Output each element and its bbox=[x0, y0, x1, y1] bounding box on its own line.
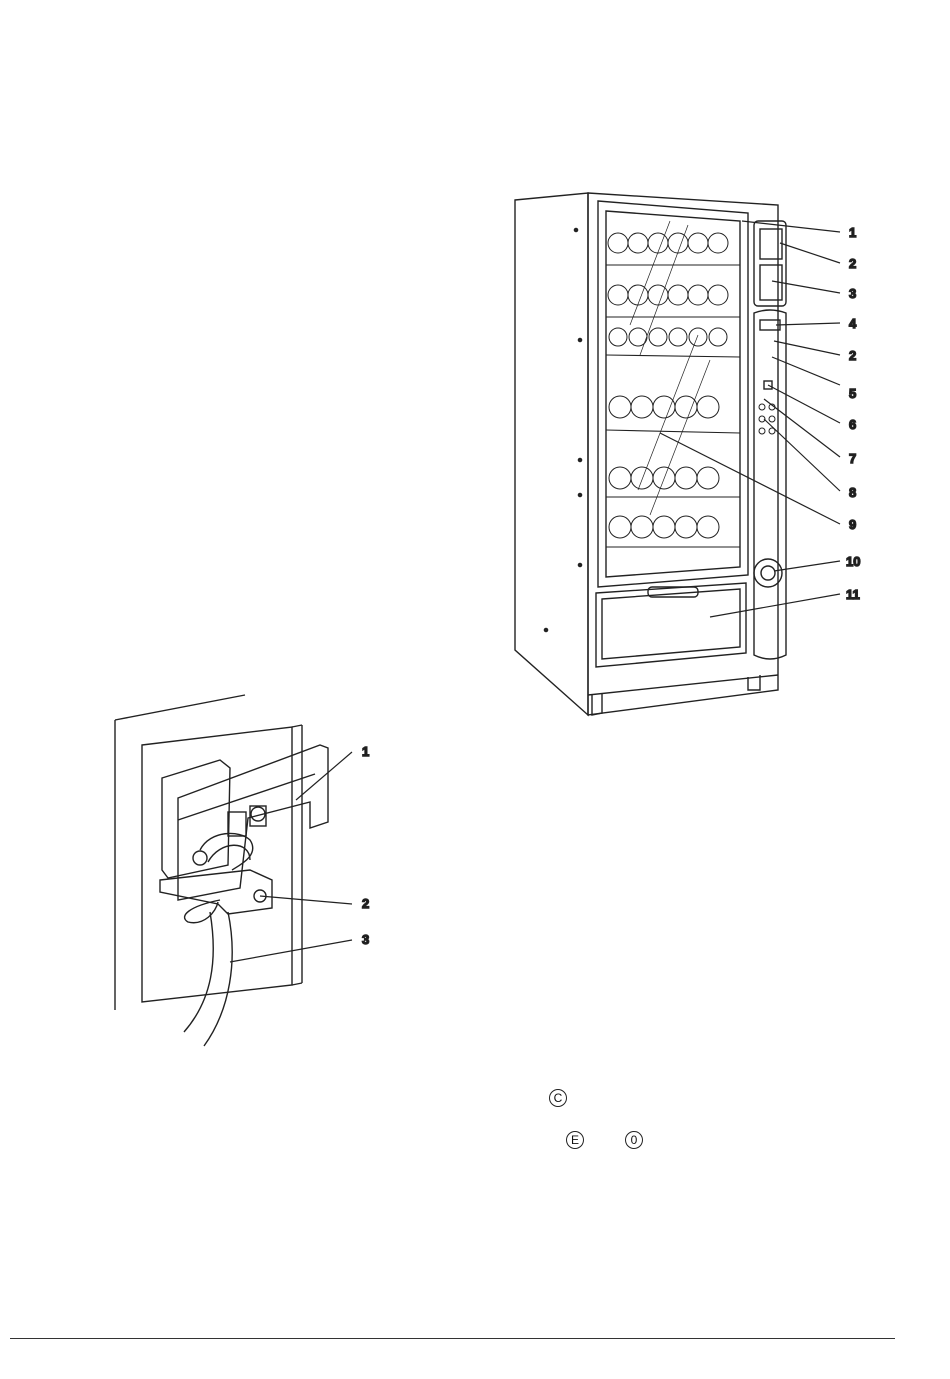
callout-2b: 2 bbox=[849, 348, 856, 363]
selection-keypad bbox=[759, 404, 775, 434]
recessed-panel bbox=[142, 727, 292, 1002]
socket-callout-1: 1 bbox=[362, 744, 369, 759]
socket-callout-2: 2 bbox=[362, 896, 369, 911]
footer-rule bbox=[10, 1338, 895, 1339]
delivery-flap bbox=[596, 583, 746, 667]
socket-cover bbox=[178, 745, 328, 900]
glass-door bbox=[598, 201, 748, 587]
cabinet-side-panel bbox=[515, 193, 588, 715]
power-cable bbox=[184, 912, 213, 1032]
callout-5: 5 bbox=[849, 386, 856, 401]
power-socket-figure: 1 2 3 bbox=[100, 690, 390, 1050]
callout-10: 10 bbox=[846, 554, 860, 569]
callout-9: 9 bbox=[849, 517, 856, 532]
socket-callout-3: 3 bbox=[362, 932, 369, 947]
circled-e-symbol: E bbox=[566, 1131, 584, 1149]
cabinet-front-frame bbox=[588, 193, 778, 715]
callout-3: 3 bbox=[849, 286, 856, 301]
vending-machine-figure: 1 2 3 4 2 5 6 7 8 9 10 11 bbox=[510, 185, 890, 725]
circled-c-symbol: C bbox=[549, 1089, 567, 1107]
wall-edge bbox=[115, 695, 245, 720]
callout-8: 8 bbox=[849, 485, 856, 500]
callout-2: 2 bbox=[849, 256, 856, 271]
callout-11: 11 bbox=[846, 587, 860, 602]
display-window bbox=[754, 221, 786, 306]
socket-housing bbox=[162, 760, 230, 878]
callout-4: 4 bbox=[849, 316, 857, 331]
callout-6: 6 bbox=[849, 417, 856, 432]
circled-zero-symbol: 0 bbox=[625, 1131, 643, 1149]
callout-7: 7 bbox=[849, 451, 856, 466]
product-shelves bbox=[606, 265, 740, 547]
callout-1: 1 bbox=[849, 225, 856, 240]
